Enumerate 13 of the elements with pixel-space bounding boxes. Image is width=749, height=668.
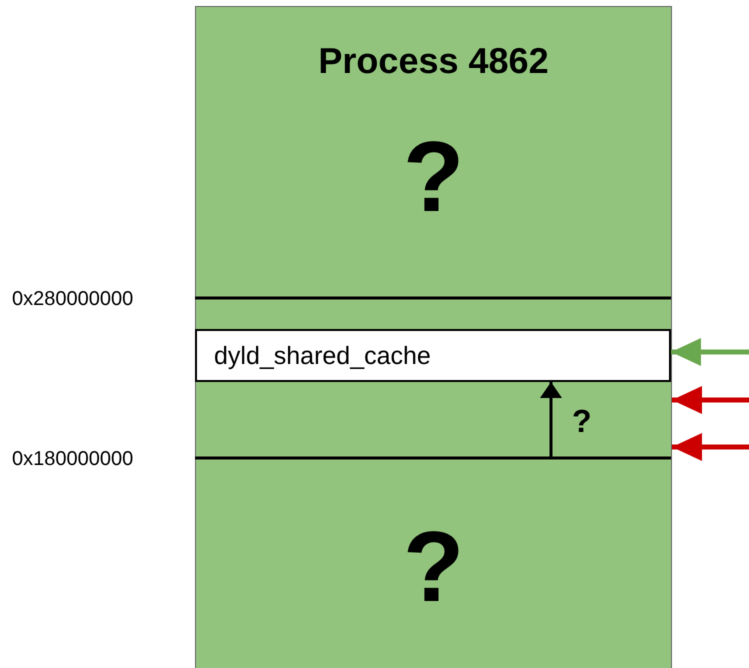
arrow [672,433,749,461]
memory-region-box [195,329,671,382]
question-mark: ? [402,517,464,617]
process-box [195,6,672,668]
address-label: 0x280000000 [12,288,134,311]
region-label: dyld_shared_cache [214,342,431,371]
arrow [672,386,749,414]
address-label: 0x180000000 [12,448,134,471]
question-mark: ? [402,127,464,227]
edge-label: ? [572,405,592,437]
process-title: Process 4862 [318,43,549,79]
arrow [671,338,749,366]
arrow [540,382,562,458]
